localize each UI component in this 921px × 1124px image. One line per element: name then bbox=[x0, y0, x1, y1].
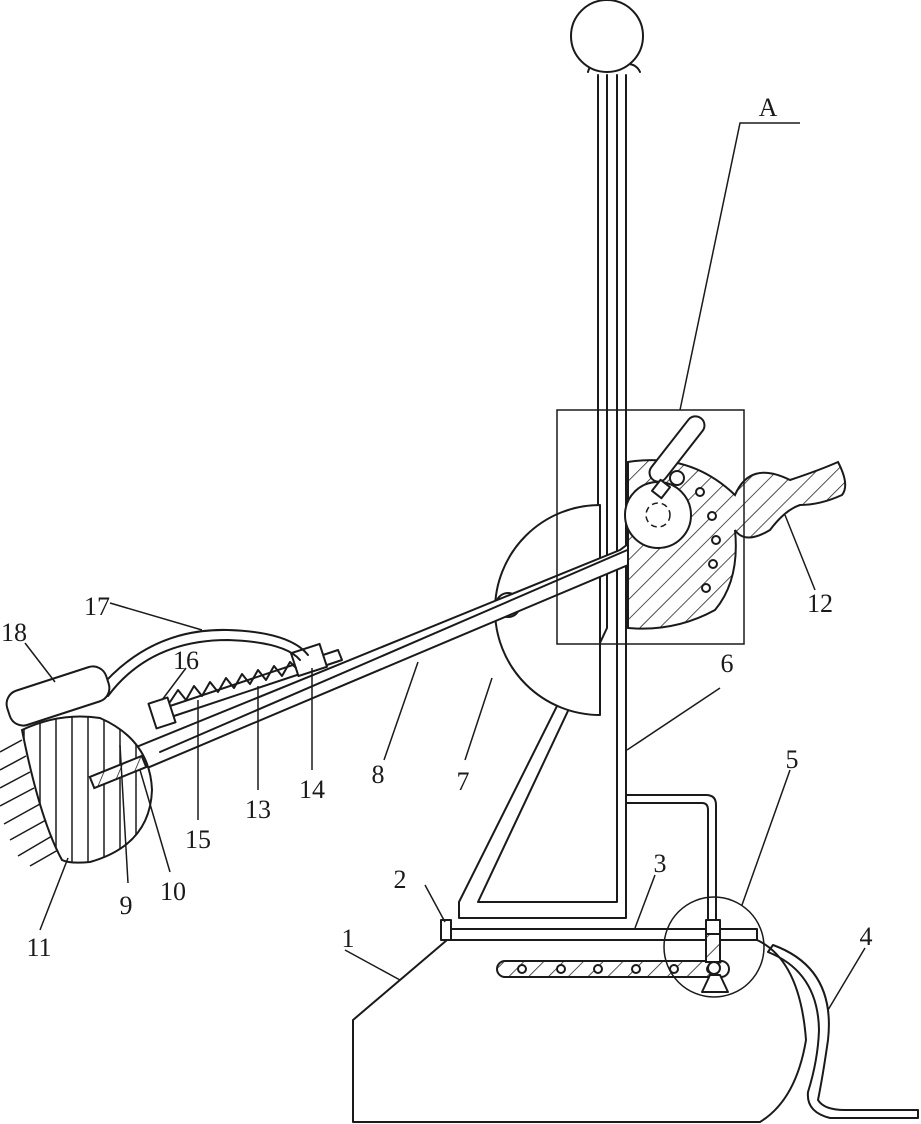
upright-frame bbox=[459, 0, 643, 918]
callout-1: 1 bbox=[342, 924, 355, 953]
detail-circle-5 bbox=[664, 897, 764, 997]
callout-13: 13 bbox=[245, 795, 271, 824]
spring-arc bbox=[98, 630, 308, 696]
callout-6: 6 bbox=[721, 649, 734, 678]
callout-9: 9 bbox=[120, 891, 133, 920]
callout-14: 14 bbox=[299, 775, 325, 804]
callout-18: 18 bbox=[1, 618, 27, 647]
hook-part bbox=[768, 945, 918, 1118]
callout-5: 5 bbox=[786, 745, 799, 774]
callout-A: A bbox=[759, 93, 778, 122]
callout-11: 11 bbox=[26, 933, 51, 962]
callout-17: 17 bbox=[84, 592, 110, 621]
callout-7: 7 bbox=[457, 767, 470, 796]
callout-2: 2 bbox=[394, 865, 407, 894]
callout-10: 10 bbox=[160, 877, 186, 906]
callout-8: 8 bbox=[372, 760, 385, 789]
callout-16: 16 bbox=[173, 646, 199, 675]
leader-lines bbox=[25, 123, 865, 1010]
slotted-plate bbox=[497, 961, 729, 977]
callout-15: 15 bbox=[185, 825, 211, 854]
callout-3: 3 bbox=[654, 849, 667, 878]
callout-4: 4 bbox=[860, 922, 873, 951]
brush-head bbox=[0, 717, 152, 867]
link-wire bbox=[626, 795, 716, 920]
callout-12: 12 bbox=[807, 589, 833, 618]
